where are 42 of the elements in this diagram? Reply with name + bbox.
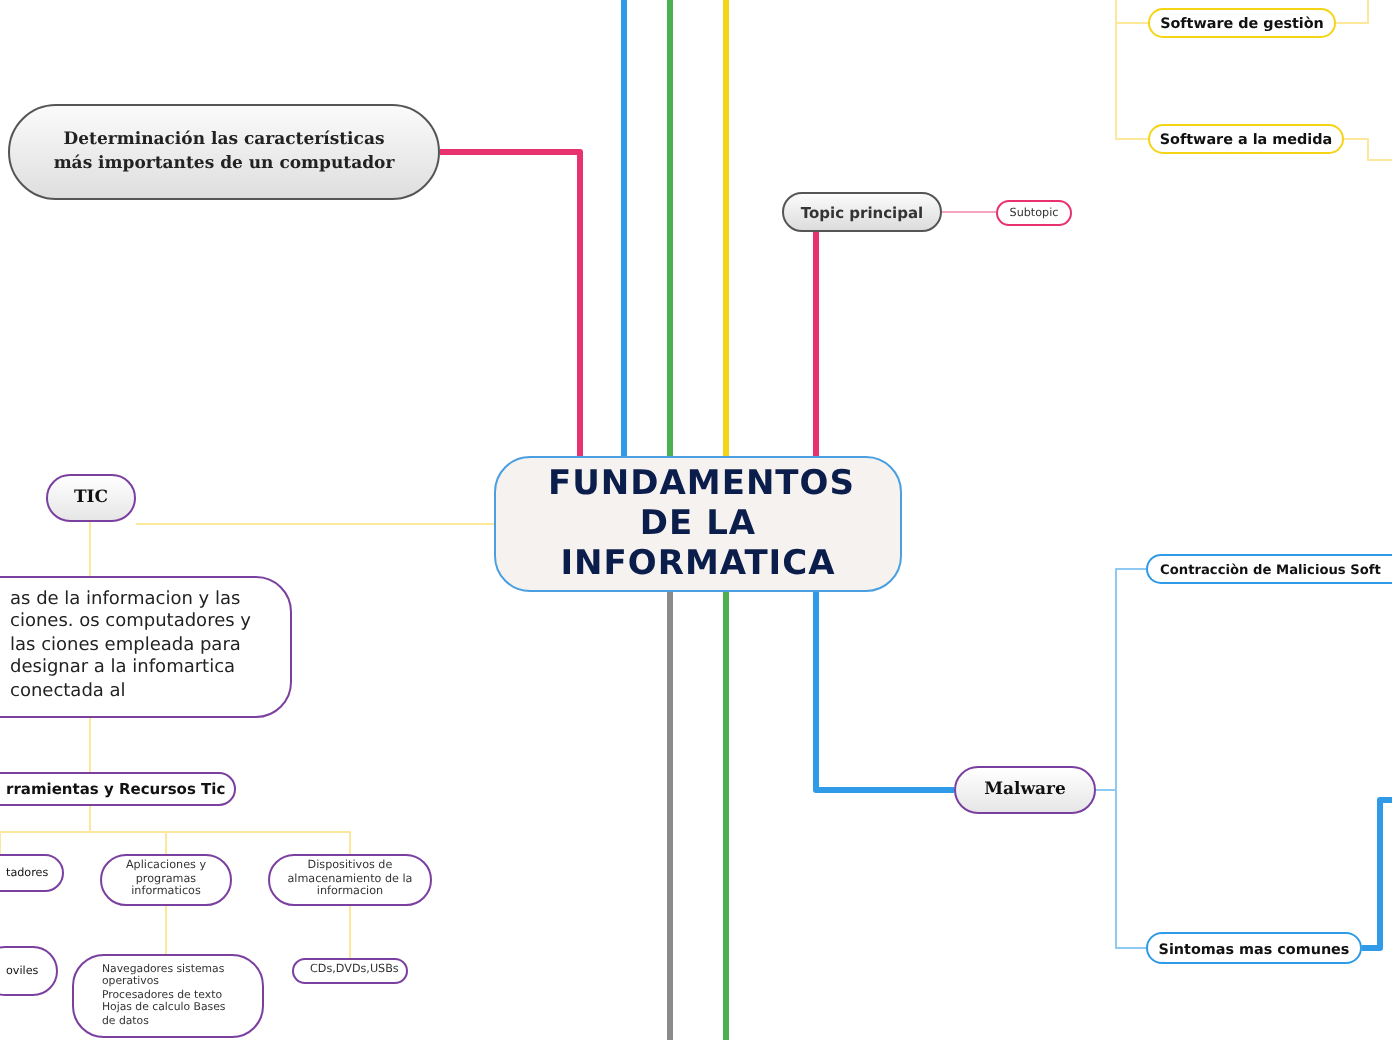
topic-pill xyxy=(0,854,64,892)
topic-pill xyxy=(100,854,232,906)
node-text: Malware xyxy=(982,780,1068,800)
node-text: Determinación las características más importantes de un computador xyxy=(51,128,397,176)
connector-line xyxy=(1115,0,1149,140)
node-text: FUNDAMENTOS DE LA INFORMATICA xyxy=(548,464,848,584)
topic-pill xyxy=(46,474,136,522)
topic-pill xyxy=(1146,554,1392,584)
topic-pill xyxy=(1148,8,1336,38)
connector-line xyxy=(667,592,673,1040)
connector-line xyxy=(165,905,167,955)
node-text: as de la informacion y las ciones. os computadores y las ciones empleada para designar a la infomartica conectada al xyxy=(10,589,253,705)
connector-line xyxy=(723,592,729,1040)
connector-line xyxy=(440,149,583,456)
connector-line xyxy=(135,523,495,525)
connector-line xyxy=(349,905,351,959)
central-topic-box xyxy=(494,456,902,592)
node-text: TIC xyxy=(71,488,111,508)
topic-pill xyxy=(292,958,408,984)
connector-line xyxy=(1335,0,1369,24)
topic-pill xyxy=(1146,932,1362,964)
topic-pill xyxy=(1148,124,1344,154)
topic-pill xyxy=(954,766,1096,814)
topic-pill xyxy=(0,946,58,996)
connector-line xyxy=(89,805,351,855)
connector-line xyxy=(813,232,819,456)
connector-line xyxy=(621,0,627,456)
connector-line xyxy=(89,717,91,773)
subtopic-pill xyxy=(996,200,1072,226)
topic-pill xyxy=(268,854,432,906)
connector-line xyxy=(723,0,729,456)
list-box xyxy=(72,954,264,1038)
topic-pill xyxy=(8,104,440,200)
connector-line xyxy=(667,0,673,456)
connector-line xyxy=(1362,797,1392,951)
topic-pill xyxy=(782,192,942,232)
connector-line xyxy=(813,592,954,793)
connector-line xyxy=(89,521,91,577)
text-box xyxy=(0,576,292,718)
topic-pill xyxy=(0,772,236,806)
connector-line xyxy=(1343,138,1392,161)
connector-line xyxy=(941,211,997,213)
